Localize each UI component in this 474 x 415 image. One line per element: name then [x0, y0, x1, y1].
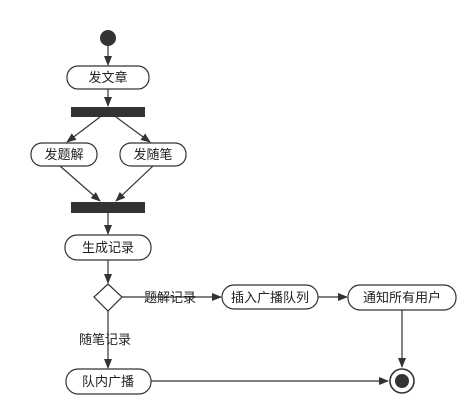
edge-question-to-join [59, 165, 101, 202]
join-bar [71, 202, 145, 213]
action-insert-broadcast-queue-label: 插入广播队列 [231, 291, 309, 306]
action-publish-article: 发文章 [66, 65, 150, 90]
action-publish-note: 发随笔 [119, 142, 187, 167]
edge-note-to-join [115, 165, 154, 202]
edge-label-note-record: 随笔记录 [79, 332, 131, 348]
action-notify-all-users-label: 通知所有用户 [363, 290, 441, 306]
fork-bar [71, 107, 145, 117]
edge-label-question-record: 题解记录 [144, 291, 196, 306]
action-publish-article-label: 发文章 [88, 70, 127, 86]
edge-fork-to-note [115, 116, 151, 143]
action-generate-record-label: 生成记录 [82, 241, 134, 256]
start-node [100, 30, 116, 46]
decision-node [93, 283, 123, 312]
action-publish-note-label: 发随笔 [133, 147, 172, 163]
edge-fork-to-question [66, 116, 101, 143]
action-publish-question: 发题解 [30, 142, 98, 167]
action-team-broadcast: 队内广播 [65, 368, 152, 395]
action-publish-question-label: 发题解 [44, 147, 83, 163]
action-notify-all-users: 通知所有用户 [347, 284, 457, 311]
action-insert-broadcast-queue: 插入广播队列 [221, 284, 319, 310]
action-generate-record: 生成记录 [64, 234, 152, 261]
action-team-broadcast-label: 队内广播 [82, 374, 134, 390]
end-node [389, 368, 415, 394]
